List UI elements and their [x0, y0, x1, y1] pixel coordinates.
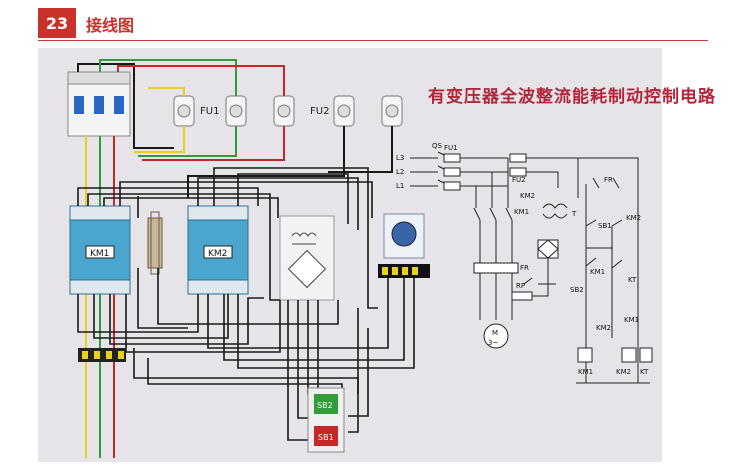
label-sb1: SB1 — [598, 222, 612, 230]
km2-photo-label: KM2 — [208, 249, 227, 259]
label-sb2: SB2 — [570, 286, 584, 294]
wiring-diagram-panel: 有变压器全波整流能耗制动控制电路 FU1 FU2 — [38, 48, 715, 462]
label-fu2-s: FU2 — [512, 176, 526, 184]
label-l1: L1 — [396, 182, 404, 190]
contactor-km1 — [69, 205, 131, 295]
label-qs: QS — [432, 142, 443, 150]
label-l2: L2 — [396, 168, 404, 176]
diagram-title: 有变压器全波整流能耗制动控制电路 — [428, 87, 716, 107]
label-km2-nc: KM2 — [626, 214, 641, 222]
contactor-km2 — [187, 205, 249, 295]
label-km1-hold: KM1 — [590, 268, 605, 276]
label-coil-km2: KM2 — [616, 368, 631, 376]
breaker-qs — [67, 71, 131, 137]
label-km1-il: KM1 — [624, 316, 639, 324]
label-kt-contact: KT — [628, 276, 637, 284]
label-fr-main: FR — [520, 264, 529, 272]
label-coil-kt: KT — [640, 368, 649, 376]
km1-photo-label: KM1 — [90, 249, 109, 259]
control-wires — [77, 167, 415, 441]
sb1-photo-label: SB1 — [318, 433, 334, 442]
schematic-labels: L3 L2 L1 QS FU1 FU2 KM1 KM2 T FR RP M 3~… — [396, 142, 649, 376]
label-km2-main: KM2 — [520, 192, 535, 200]
section-title: 接线图 — [86, 16, 135, 35]
label-motor-phase: 3~ — [488, 339, 498, 347]
pushbutton-station — [307, 387, 345, 453]
fu2-label: FU2 — [310, 106, 329, 117]
power-wires — [77, 59, 393, 458]
resistor-rp — [147, 211, 163, 275]
label-rp: RP — [516, 282, 525, 290]
motor-terminal-block — [78, 348, 126, 362]
section-header: 23 接线图 — [38, 8, 708, 41]
transformer-rectifier — [279, 215, 335, 301]
section-number: 23 — [38, 8, 76, 38]
schematic-lines — [410, 151, 653, 384]
label-coil-km1: KM1 — [578, 368, 593, 376]
fu1-label: FU1 — [200, 106, 219, 117]
label-km2-il: KM2 — [596, 324, 611, 332]
timer-kt — [378, 213, 430, 278]
label-fr-ctrl: FR — [604, 176, 613, 184]
fuse-holders — [173, 95, 403, 127]
label-t: T — [571, 210, 577, 218]
label-fu1-s: FU1 — [444, 144, 458, 152]
label-km1-main: KM1 — [514, 208, 529, 216]
label-l3: L3 — [396, 154, 404, 162]
wiring-diagram: FU1 FU2 KM1 — [67, 59, 653, 458]
sb2-photo-label: SB2 — [317, 401, 333, 410]
label-motor: M — [492, 329, 498, 337]
